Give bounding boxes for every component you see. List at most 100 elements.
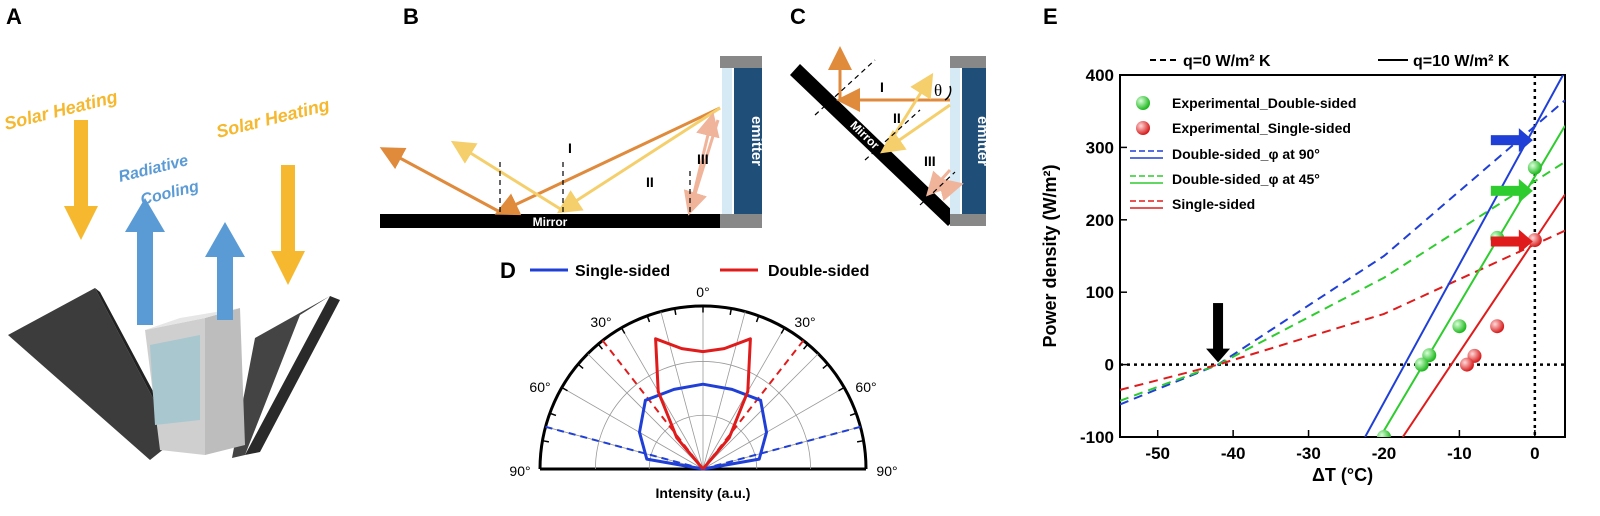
polar-tick <box>542 439 550 443</box>
ray-ii-b <box>556 106 721 214</box>
panel-c: C Mirror emitter I II III θ <box>790 4 991 226</box>
angle-label-60-right: 60° <box>855 379 876 395</box>
panel-label-d: D <box>500 258 516 283</box>
x-tick-label: 0 <box>1530 444 1539 463</box>
polar-curves <box>545 337 861 471</box>
polar-tick <box>838 386 845 392</box>
legend-label-single: Single-sided <box>575 263 670 280</box>
mirror-label-c: Mirror <box>847 118 882 152</box>
polar-tick <box>822 363 829 369</box>
series-line-solid <box>1364 75 1565 437</box>
polar-tick <box>646 315 651 323</box>
series-line-solid <box>1379 125 1565 437</box>
solar-heating-label-right: Solar Heating <box>214 94 331 141</box>
angle-label-90-left: 90° <box>509 463 530 479</box>
left-reflector-panel <box>8 288 175 460</box>
ray-i-reflected-b <box>379 147 501 214</box>
polar-tick <box>856 439 864 443</box>
panel-b: B Mirror emitter I II III <box>379 4 765 229</box>
y-tick-label: 0 <box>1105 356 1114 375</box>
top-legend-solid: q=10 W/m² K <box>1413 53 1510 70</box>
x-tick-label: -10 <box>1447 444 1472 463</box>
polar-spoke <box>702 387 845 470</box>
polar-tick <box>620 327 626 334</box>
data-point <box>1527 233 1542 248</box>
legend-marker-exp-single <box>1136 121 1150 135</box>
data-point <box>1527 160 1542 175</box>
angle-label-30-left: 30° <box>590 314 611 330</box>
solar-arrow-right <box>271 165 305 285</box>
emitter-label-b: emitter <box>748 116 765 166</box>
ray-label-i-c: I <box>880 79 884 95</box>
polar-tick <box>755 315 760 323</box>
series-line-dashed <box>1120 161 1565 402</box>
angle-label-30-right: 30° <box>794 314 815 330</box>
emitter-block-b <box>734 68 762 214</box>
mirror-bar-b <box>380 214 720 228</box>
data-point <box>1376 430 1391 437</box>
x-tick-label: -20 <box>1372 444 1397 463</box>
polar-spoke <box>561 387 704 470</box>
cooling-arrow-right <box>205 222 245 320</box>
emitter-block-c <box>962 68 986 214</box>
panel-label-e: E <box>1043 4 1058 29</box>
data-point <box>1490 319 1505 334</box>
legend-exp-double: Experimental_Double-sided <box>1172 95 1356 111</box>
data-point <box>1422 348 1437 363</box>
ray-i-incident-b <box>494 106 721 216</box>
y-axis-label: Power density (W/m²) <box>1040 164 1060 347</box>
y-tick-label: 100 <box>1086 283 1114 302</box>
x-axis-label: ΔT (°C) <box>1312 465 1373 485</box>
polar-cutoff-single-sided <box>702 425 861 470</box>
theta-label: θ <box>934 81 942 100</box>
arrow-green <box>1490 178 1533 203</box>
polar-series-double-sided <box>654 337 752 470</box>
arrow-blue <box>1490 128 1533 153</box>
polar-spoke <box>660 311 704 470</box>
polar-grid <box>538 304 868 471</box>
y-tick-label: 400 <box>1086 66 1114 85</box>
legend-d45: Double-sided_φ at 45° <box>1172 171 1320 187</box>
top-legend-dashed: q=0 W/m² K <box>1183 53 1271 70</box>
polar-xlabel: Intensity (a.u.) <box>656 485 751 501</box>
ray-label-i-b: I <box>568 140 572 156</box>
series-line-dashed <box>1120 99 1565 406</box>
ray-label-iii-b: III <box>697 151 709 167</box>
emitter-label-c: emitter <box>974 116 991 166</box>
mirror-bar-c <box>790 64 958 226</box>
solar-heating-label-left: Solar Heating <box>2 86 119 133</box>
legend-marker-exp-double <box>1136 96 1150 110</box>
ray-label-ii-b: II <box>646 174 654 190</box>
panel-label-c: C <box>790 4 806 29</box>
polar-tick <box>597 343 603 350</box>
emitter-window <box>150 335 200 425</box>
polar-tick <box>780 327 786 334</box>
data-point <box>1452 319 1467 334</box>
polar-tick <box>849 412 857 417</box>
cooling-arrow-left <box>125 198 165 325</box>
polar-tick <box>803 343 809 350</box>
solar-arrow-left <box>64 120 98 240</box>
y-tick-label: -100 <box>1080 428 1114 447</box>
arrow-red <box>1490 229 1533 254</box>
angle-label-0: 0° <box>696 284 709 300</box>
ray-label-ii-c: II <box>893 110 901 126</box>
panel-d: D Single-sided Double-sided 0° 30° 30° 6… <box>500 258 898 501</box>
ray-ii-c <box>880 103 951 154</box>
panel-e: E q=0 W/m² K q=10 W/m² K -50-40-30-20-10… <box>1040 4 1566 485</box>
panel-a: A Solar Heating Solar Heating Radiati <box>2 4 340 460</box>
polar-tick <box>729 308 733 316</box>
legend-exp-single: Experimental_Single-sided <box>1172 120 1351 136</box>
cooling-label: Cooling <box>139 178 201 209</box>
polar-tick <box>673 308 677 316</box>
arrow-black <box>1206 303 1231 363</box>
angle-label-60-left: 60° <box>529 379 550 395</box>
polar-spoke <box>702 353 819 470</box>
right-reflector-panel <box>232 296 330 458</box>
polar-series-single-sided <box>638 382 768 471</box>
x-tick-label: -50 <box>1145 444 1170 463</box>
data-point <box>1459 357 1474 372</box>
radiative-label: Radiative <box>117 152 190 186</box>
